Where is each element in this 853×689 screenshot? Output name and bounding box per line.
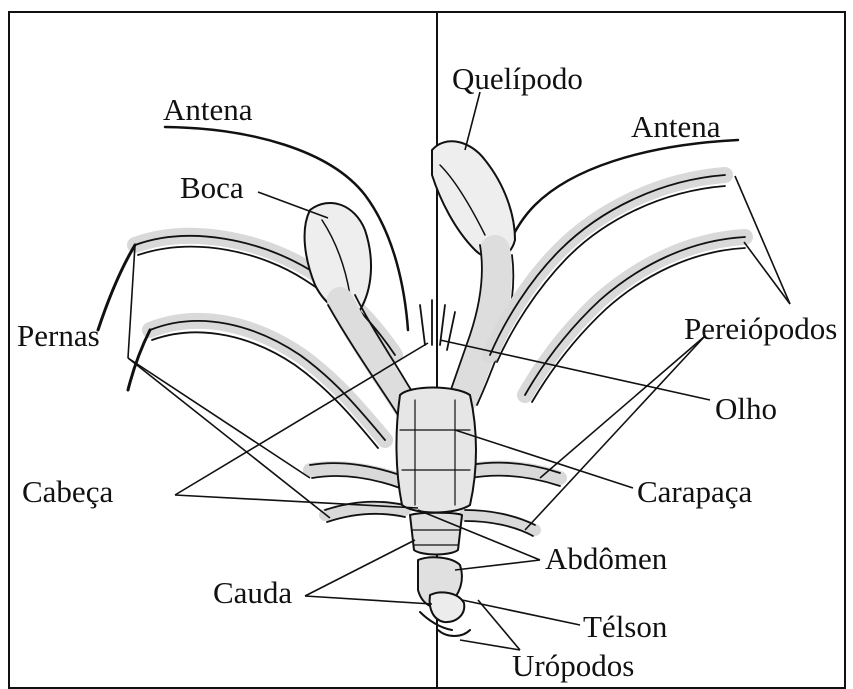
label-olho: Olho xyxy=(715,393,777,424)
leader-uropodos-2 xyxy=(460,640,520,650)
leader-cauda-1 xyxy=(305,540,415,596)
label-boca: Boca xyxy=(180,172,244,203)
label-quelipodo: Quelípodo xyxy=(452,63,583,94)
label-antena-left: Antena xyxy=(163,94,253,125)
leader-pernas-3 xyxy=(128,245,135,358)
label-abdomen: Abdômen xyxy=(545,543,667,574)
leader-pernas-1 xyxy=(128,358,310,478)
abdomen-shape xyxy=(410,513,462,555)
label-carapaca: Carapaça xyxy=(637,476,752,507)
label-telson: Télson xyxy=(583,611,667,642)
label-pernas: Pernas xyxy=(17,320,100,351)
right-walking-leg-lowest xyxy=(465,515,535,530)
telson-shape xyxy=(430,592,465,622)
label-pereiopodos: Pereiópodos xyxy=(684,313,837,344)
leader-telson xyxy=(462,600,580,625)
left-leg-1-tip xyxy=(98,245,135,330)
leader-pereiopodos-3 xyxy=(540,336,705,478)
leader-cauda-2 xyxy=(305,596,432,604)
right-cheliped-arm xyxy=(462,250,497,400)
carapace-shape xyxy=(396,388,476,513)
left-walking-leg-low xyxy=(310,468,400,480)
label-antena-right: Antena xyxy=(631,111,721,142)
leader-abdomen-2 xyxy=(455,560,540,570)
label-uropodos: Urópodos xyxy=(512,650,634,681)
label-cauda: Cauda xyxy=(213,577,292,608)
leader-quelipodo xyxy=(465,92,480,150)
leader-pernas-2 xyxy=(128,358,330,518)
label-cabeca: Cabeça xyxy=(22,476,113,507)
